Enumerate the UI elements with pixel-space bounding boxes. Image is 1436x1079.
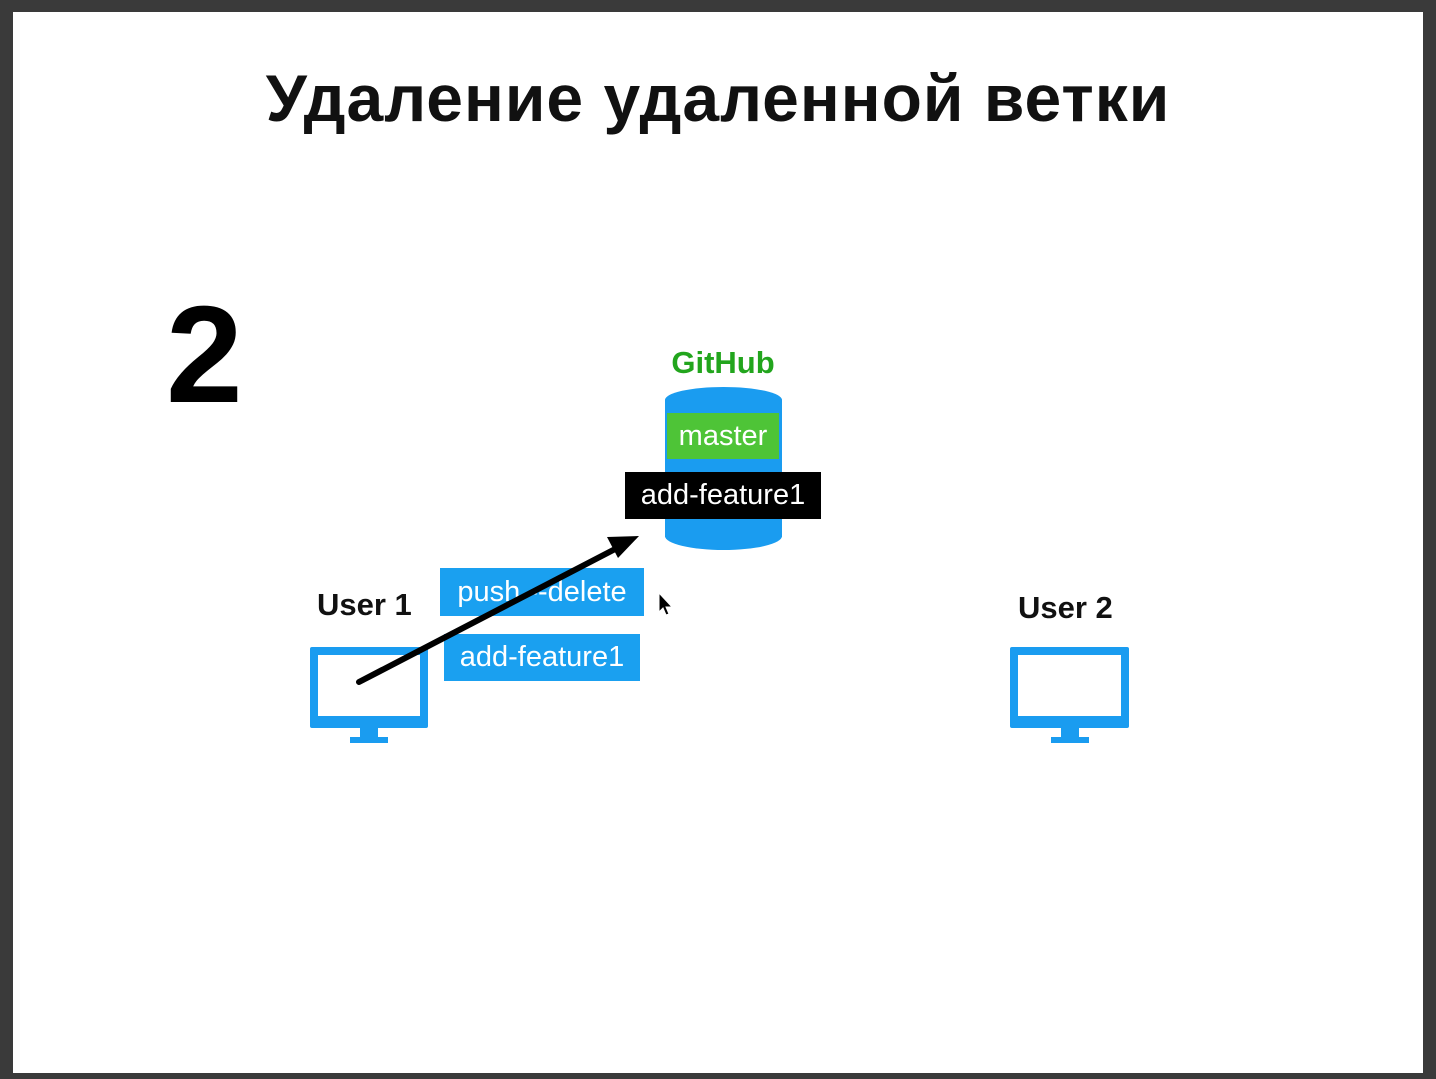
step-number: 2 bbox=[166, 278, 243, 432]
monitor-icon bbox=[310, 647, 428, 743]
slide-title: Удаление удаленной ветки bbox=[265, 61, 1171, 135]
push-delete-command-tag: push --delete bbox=[440, 568, 644, 616]
slide: Удаление удаленной ветки 2 GitHub bbox=[13, 12, 1423, 1073]
monitor-icon bbox=[1010, 647, 1129, 743]
local-feature-branch-tag: add-feature1 bbox=[444, 634, 640, 681]
remote-feature-branch-tag: add-feature1 bbox=[625, 472, 821, 519]
diagram-graphics bbox=[310, 387, 1129, 743]
user2-label: User 2 bbox=[1018, 590, 1113, 625]
master-branch-tag: master bbox=[667, 413, 779, 459]
database-icon bbox=[665, 387, 782, 550]
github-label: GitHub bbox=[671, 345, 775, 380]
user1-label: User 1 bbox=[317, 587, 412, 622]
